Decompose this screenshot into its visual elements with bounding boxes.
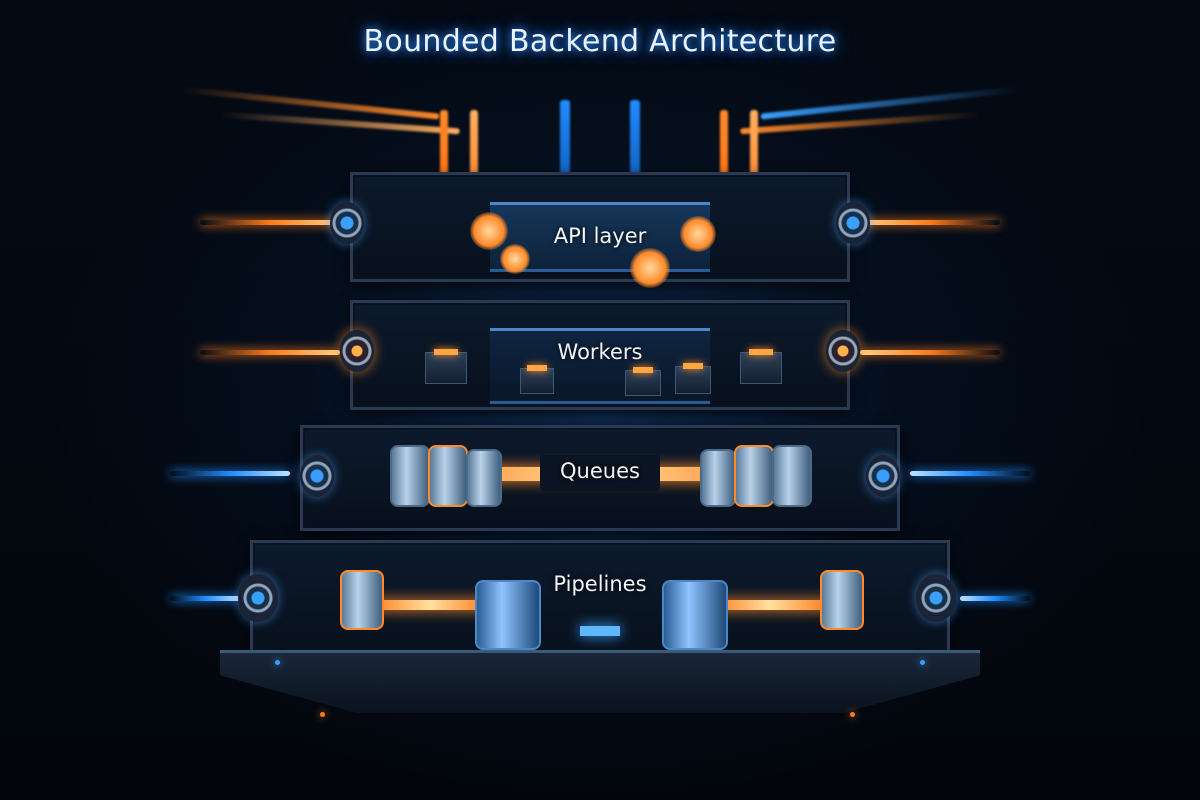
energy-streams (0, 70, 1200, 220)
queues-right-beam (910, 471, 1030, 476)
layer-label-workers: Workers (557, 340, 643, 364)
layer-workers: Workers (200, 300, 1000, 410)
connector-icon (340, 330, 374, 372)
layer-label-api: API layer (553, 224, 647, 248)
glint (920, 660, 925, 665)
platform-base (220, 650, 980, 713)
layer-queues: Queues (170, 425, 1030, 535)
api-left-beam (200, 220, 340, 225)
connector-icon (916, 574, 956, 622)
connector-icon (330, 202, 364, 244)
layer-pipelines: Pipelines (170, 540, 1030, 660)
api-right-beam (860, 220, 1000, 225)
pipelines-left-beam (170, 596, 240, 601)
workers-right-beam (860, 350, 1000, 355)
connector-icon (826, 330, 860, 372)
queues-left-beam (170, 471, 290, 476)
layer-label-pipelines: Pipelines (553, 572, 647, 596)
layer-label-queues: Queues (560, 459, 640, 483)
connector-icon (300, 455, 334, 497)
connector-icon (836, 202, 870, 244)
glint (850, 712, 855, 717)
layer-api: API layer (200, 172, 1000, 288)
connector-icon (238, 574, 278, 622)
glint (320, 712, 325, 717)
connector-icon (866, 455, 900, 497)
glint (275, 660, 280, 665)
pipelines-right-beam (960, 596, 1030, 601)
diagram-title: Bounded Backend Architecture (363, 24, 837, 59)
workers-left-beam (200, 350, 340, 355)
